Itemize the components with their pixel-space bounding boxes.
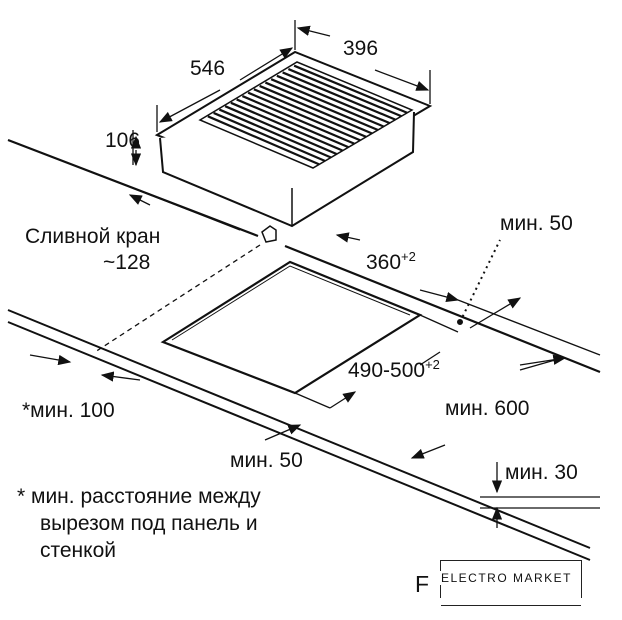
width-dimension: 396 [343, 37, 379, 60]
min-600: мин. 600 [445, 397, 530, 420]
electro-market-logo: ELECTRO MARKET [439, 560, 582, 606]
grill-slat [236, 98, 349, 149]
min-100: *мин. 100 [22, 399, 115, 422]
cutout-width-value: 360 [366, 251, 402, 274]
grill-slat [218, 108, 332, 159]
cutout-width: 360+2 [366, 249, 416, 274]
logo-text: ELECTRO MARKET [439, 571, 575, 585]
grill-slat [224, 105, 337, 155]
grill-slat [276, 74, 390, 125]
drain-label: Сливной кран [25, 225, 161, 248]
cutout-depth-tolerance: +2 [425, 357, 440, 372]
figure-letter: F [415, 571, 430, 597]
height-dimension: 106 [105, 129, 141, 152]
cutout-depth: 490-500+2 [348, 357, 440, 382]
footnote-line-3: стенкой [40, 539, 116, 562]
grill-slat [241, 95, 355, 145]
grill-slat [247, 91, 361, 142]
min-30: мин. 30 [505, 461, 578, 484]
footnote-line-1: * мин. расстояние между [17, 485, 261, 508]
grill-slat [270, 78, 384, 128]
depth-dimension: 546 [190, 57, 226, 80]
grill-slat [213, 111, 326, 162]
min-50-right: мин. 50 [500, 212, 573, 235]
grill-slat [264, 81, 379, 131]
grill-appliance [154, 50, 433, 228]
grill-slat [282, 71, 396, 121]
grill-slat [259, 84, 373, 135]
grill-slat [253, 88, 367, 138]
min-50-front: мин. 50 [230, 449, 303, 472]
cutout-width-tolerance: +2 [401, 249, 416, 264]
cutout-depth-value: 490-500 [348, 359, 426, 382]
drain-offset: ~128 [103, 251, 151, 274]
grill-slat [230, 101, 343, 152]
grill-slat [287, 68, 402, 118]
grill-slat [293, 64, 408, 114]
grill-slat [207, 115, 320, 166]
footnote-line-2: вырезом под панель и [40, 512, 258, 535]
